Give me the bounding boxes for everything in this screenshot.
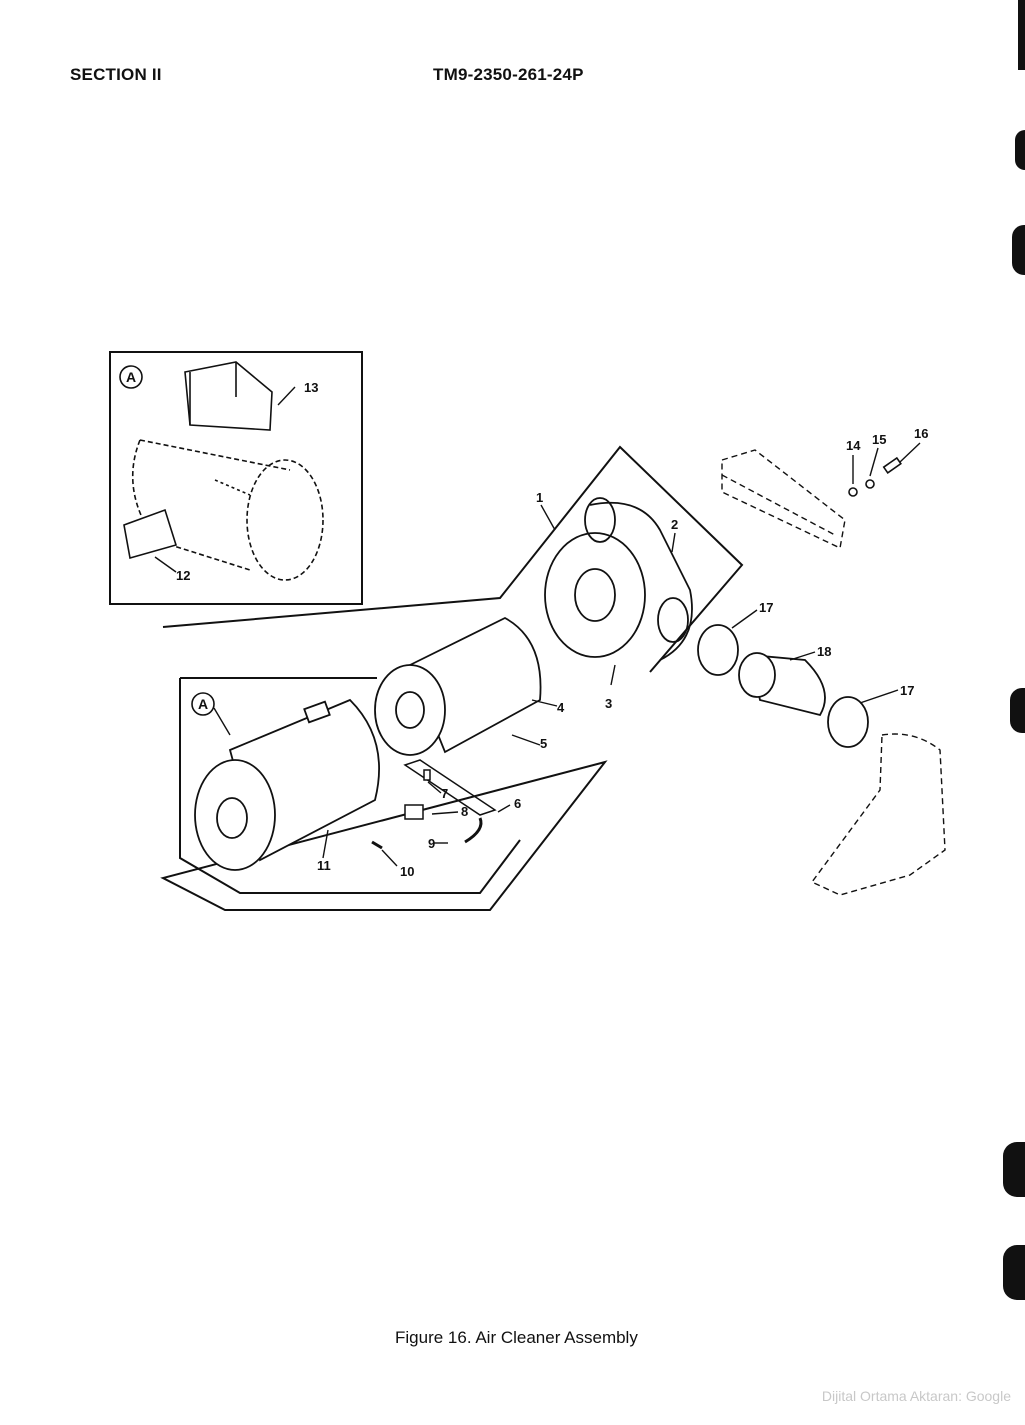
element-detail-drawing	[123, 361, 324, 581]
inset-marker-circle	[119, 365, 143, 389]
callout-18: 18	[817, 644, 831, 659]
callout-12: 12	[176, 568, 190, 583]
scan-edge-mark	[1010, 688, 1025, 733]
inset-marker-letter: A	[126, 369, 136, 385]
mounting-bracket	[721, 449, 946, 896]
callout-2: 2	[671, 517, 678, 532]
section-label: SECTION II	[70, 65, 162, 84]
inset-reference-letter: A	[198, 696, 208, 712]
callout-9: 9	[428, 836, 435, 851]
inset-reference-circle	[191, 692, 215, 716]
scan-edge-mark	[1003, 1245, 1025, 1300]
callout-17-lower: 17	[900, 683, 914, 698]
scan-edge-mark	[1018, 0, 1025, 70]
callout-11: 11	[317, 858, 331, 873]
callout-7: 7	[441, 786, 448, 801]
callout-13: 13	[304, 380, 318, 395]
air-cleaner-body	[544, 497, 693, 661]
filter-element	[374, 616, 542, 756]
callout-6: 6	[514, 796, 521, 811]
callout-8: 8	[461, 804, 468, 819]
callout-10: 10	[400, 864, 414, 879]
scan-edge-mark	[1015, 130, 1025, 170]
scan-edge-mark	[1003, 1142, 1025, 1197]
hose-and-clamps	[697, 624, 869, 748]
callout-3: 3	[605, 696, 612, 711]
callout-4: 4	[557, 700, 565, 715]
callout-15: 15	[872, 432, 886, 447]
figure-caption: Figure 16. Air Cleaner Assembly	[395, 1328, 638, 1347]
callout-5: 5	[540, 736, 547, 751]
subgroup-outline	[179, 677, 521, 894]
detail-inset-box	[109, 351, 363, 605]
callout-16: 16	[914, 426, 928, 441]
latch-parts	[371, 759, 497, 850]
leader-lines	[154, 386, 921, 867]
scan-watermark: Dijital Ortama Aktaran: Google	[821, 1388, 1011, 1404]
bolt-washer-hardware	[848, 456, 902, 497]
callout-17-upper: 17	[759, 600, 773, 615]
callout-14: 14	[846, 438, 861, 453]
technical-manual-number: TM9-2350-261-24P	[433, 65, 584, 84]
scan-edge-mark	[1012, 225, 1025, 275]
callout-1: 1	[536, 490, 543, 505]
safety-element	[194, 698, 380, 871]
group-outline	[160, 445, 744, 911]
